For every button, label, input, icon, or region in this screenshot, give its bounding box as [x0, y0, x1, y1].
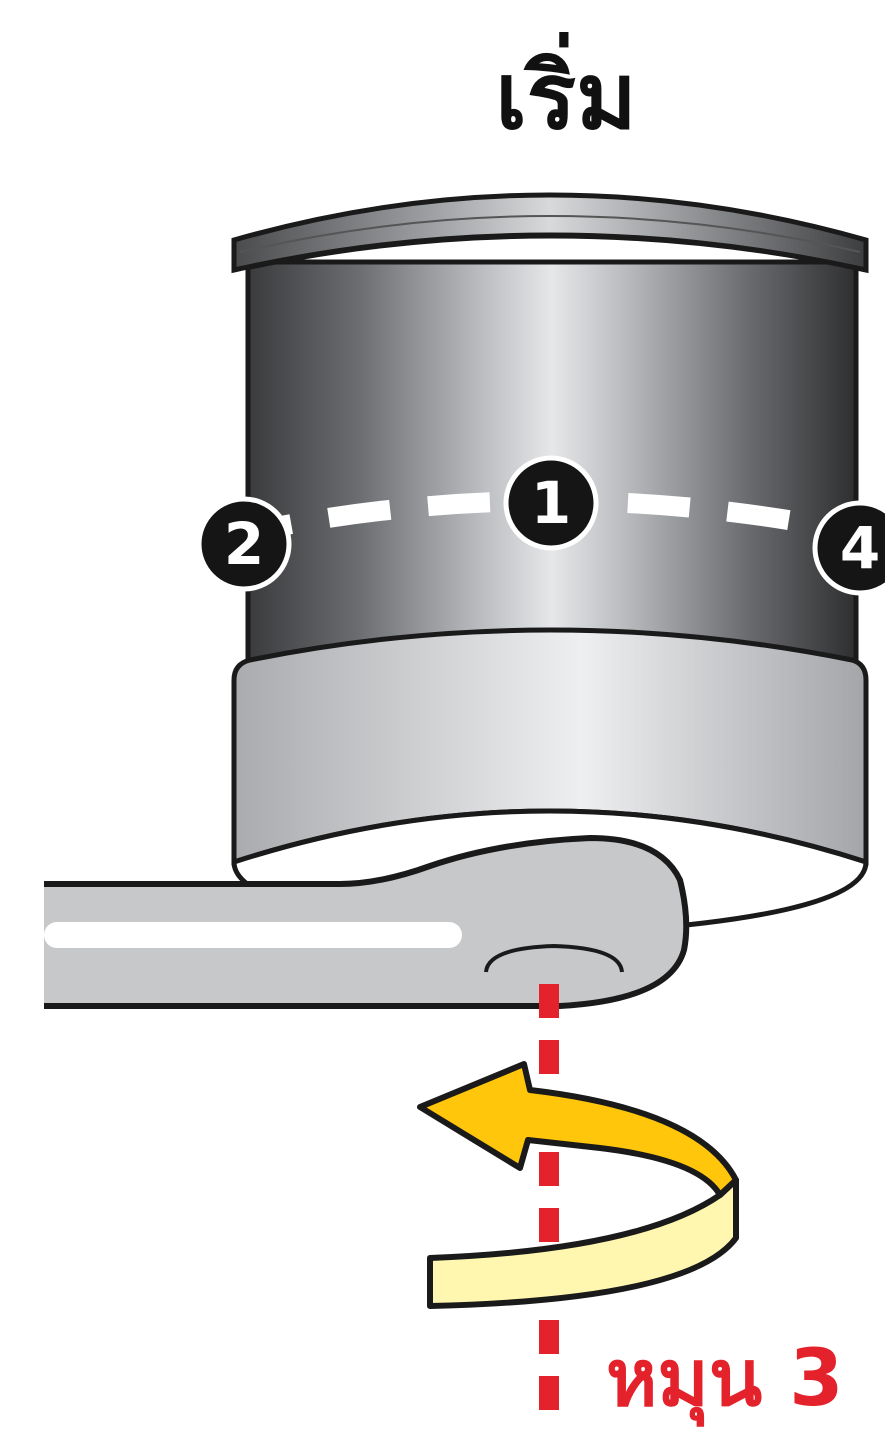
marker-1-label: 1	[531, 469, 571, 537]
marker-2: 2	[196, 496, 292, 592]
marker-1: 1	[503, 455, 599, 551]
counter-clockwise-arrow-icon	[417, 1061, 739, 1309]
marker-2-label: 2	[224, 510, 264, 578]
marker-4: 4	[812, 500, 885, 596]
nut-cylinder	[231, 192, 869, 938]
page-title: เริ่ม	[495, 31, 637, 150]
marker-4-label: 4	[840, 514, 880, 582]
rotate-label: หมุน 3	[606, 1334, 844, 1427]
wrench-icon	[44, 834, 690, 1009]
